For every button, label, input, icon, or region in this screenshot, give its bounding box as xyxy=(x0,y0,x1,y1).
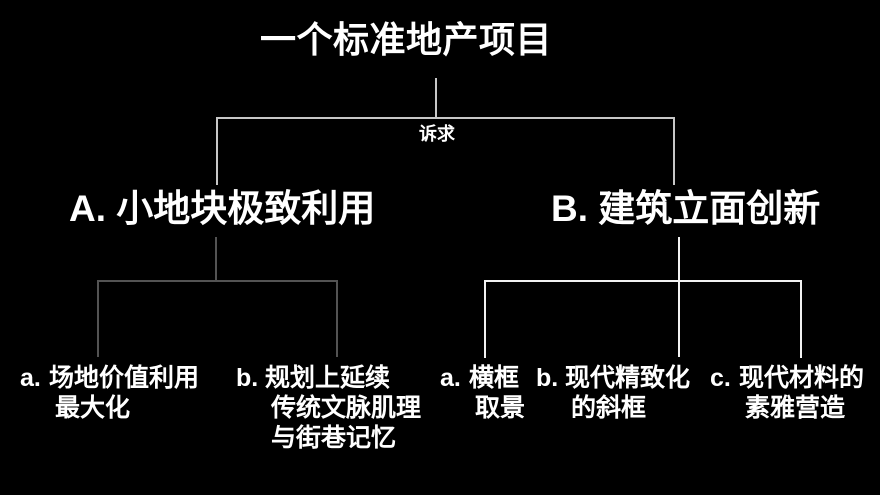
leaf-prefix: a. xyxy=(440,364,461,392)
edge-label: 诉求 xyxy=(419,124,455,144)
leaf-line: 取景 xyxy=(475,394,526,422)
branch-b-heading: B. 建筑立面创新 xyxy=(551,188,821,229)
connector-a-drop-2 xyxy=(336,280,338,357)
connector-b-stem xyxy=(678,237,680,357)
connector-top-horizontal xyxy=(216,117,675,119)
leaf-line: 素雅营造 xyxy=(745,394,846,422)
leaf-line: 传统文脉肌理 xyxy=(271,394,422,422)
connector-a-drop-1 xyxy=(97,280,99,357)
root-node-label: 一个标准地产项目 xyxy=(260,19,553,60)
leaf-prefix: c. xyxy=(710,364,731,392)
leaf-text: 现代材料的 素雅营造 xyxy=(739,363,864,423)
leaf-b2: b. 现代精致化 的斜框 xyxy=(536,363,690,423)
leaf-text: 横框 取景 xyxy=(469,363,525,423)
leaf-b1: a. 横框 取景 xyxy=(440,363,525,423)
connector-b-drop-1 xyxy=(484,280,486,358)
leaf-text: 场地价值利用 最大化 xyxy=(49,363,199,423)
leaf-line: 与街巷记忆 xyxy=(271,424,397,452)
connector-drop-to-branch-a xyxy=(216,117,218,185)
connector-a-horizontal xyxy=(97,280,338,282)
leaf-text: 现代精致化 的斜框 xyxy=(565,363,690,423)
leaf-prefix: b. xyxy=(536,364,559,392)
leaf-text: 规划上延续 传统文脉肌理 与街巷记忆 xyxy=(265,363,421,453)
leaf-line: 现代材料的 xyxy=(739,364,865,392)
connector-drop-to-branch-b xyxy=(673,117,675,185)
leaf-line: 的斜框 xyxy=(571,394,647,422)
leaf-line: 场地价值利用 xyxy=(49,364,200,392)
connector-root-stem xyxy=(435,78,437,118)
leaf-line: 最大化 xyxy=(55,394,131,422)
leaf-line: 规划上延续 xyxy=(265,364,391,392)
connector-a-stem xyxy=(215,237,217,282)
leaf-prefix: a. xyxy=(20,364,41,392)
leaf-a1: a. 场地价值利用 最大化 xyxy=(20,363,199,423)
leaf-prefix: b. xyxy=(236,364,259,392)
connector-b-drop-3 xyxy=(800,280,802,358)
leaf-a2: b. 规划上延续 传统文脉肌理 与街巷记忆 xyxy=(236,363,421,453)
connector-b-horizontal xyxy=(484,280,802,282)
leaf-line: 横框 xyxy=(469,364,520,392)
leaf-line: 现代精致化 xyxy=(565,364,691,392)
branch-a-heading: A. 小地块极致利用 xyxy=(69,188,376,229)
leaf-b3: c. 现代材料的 素雅营造 xyxy=(710,363,864,423)
